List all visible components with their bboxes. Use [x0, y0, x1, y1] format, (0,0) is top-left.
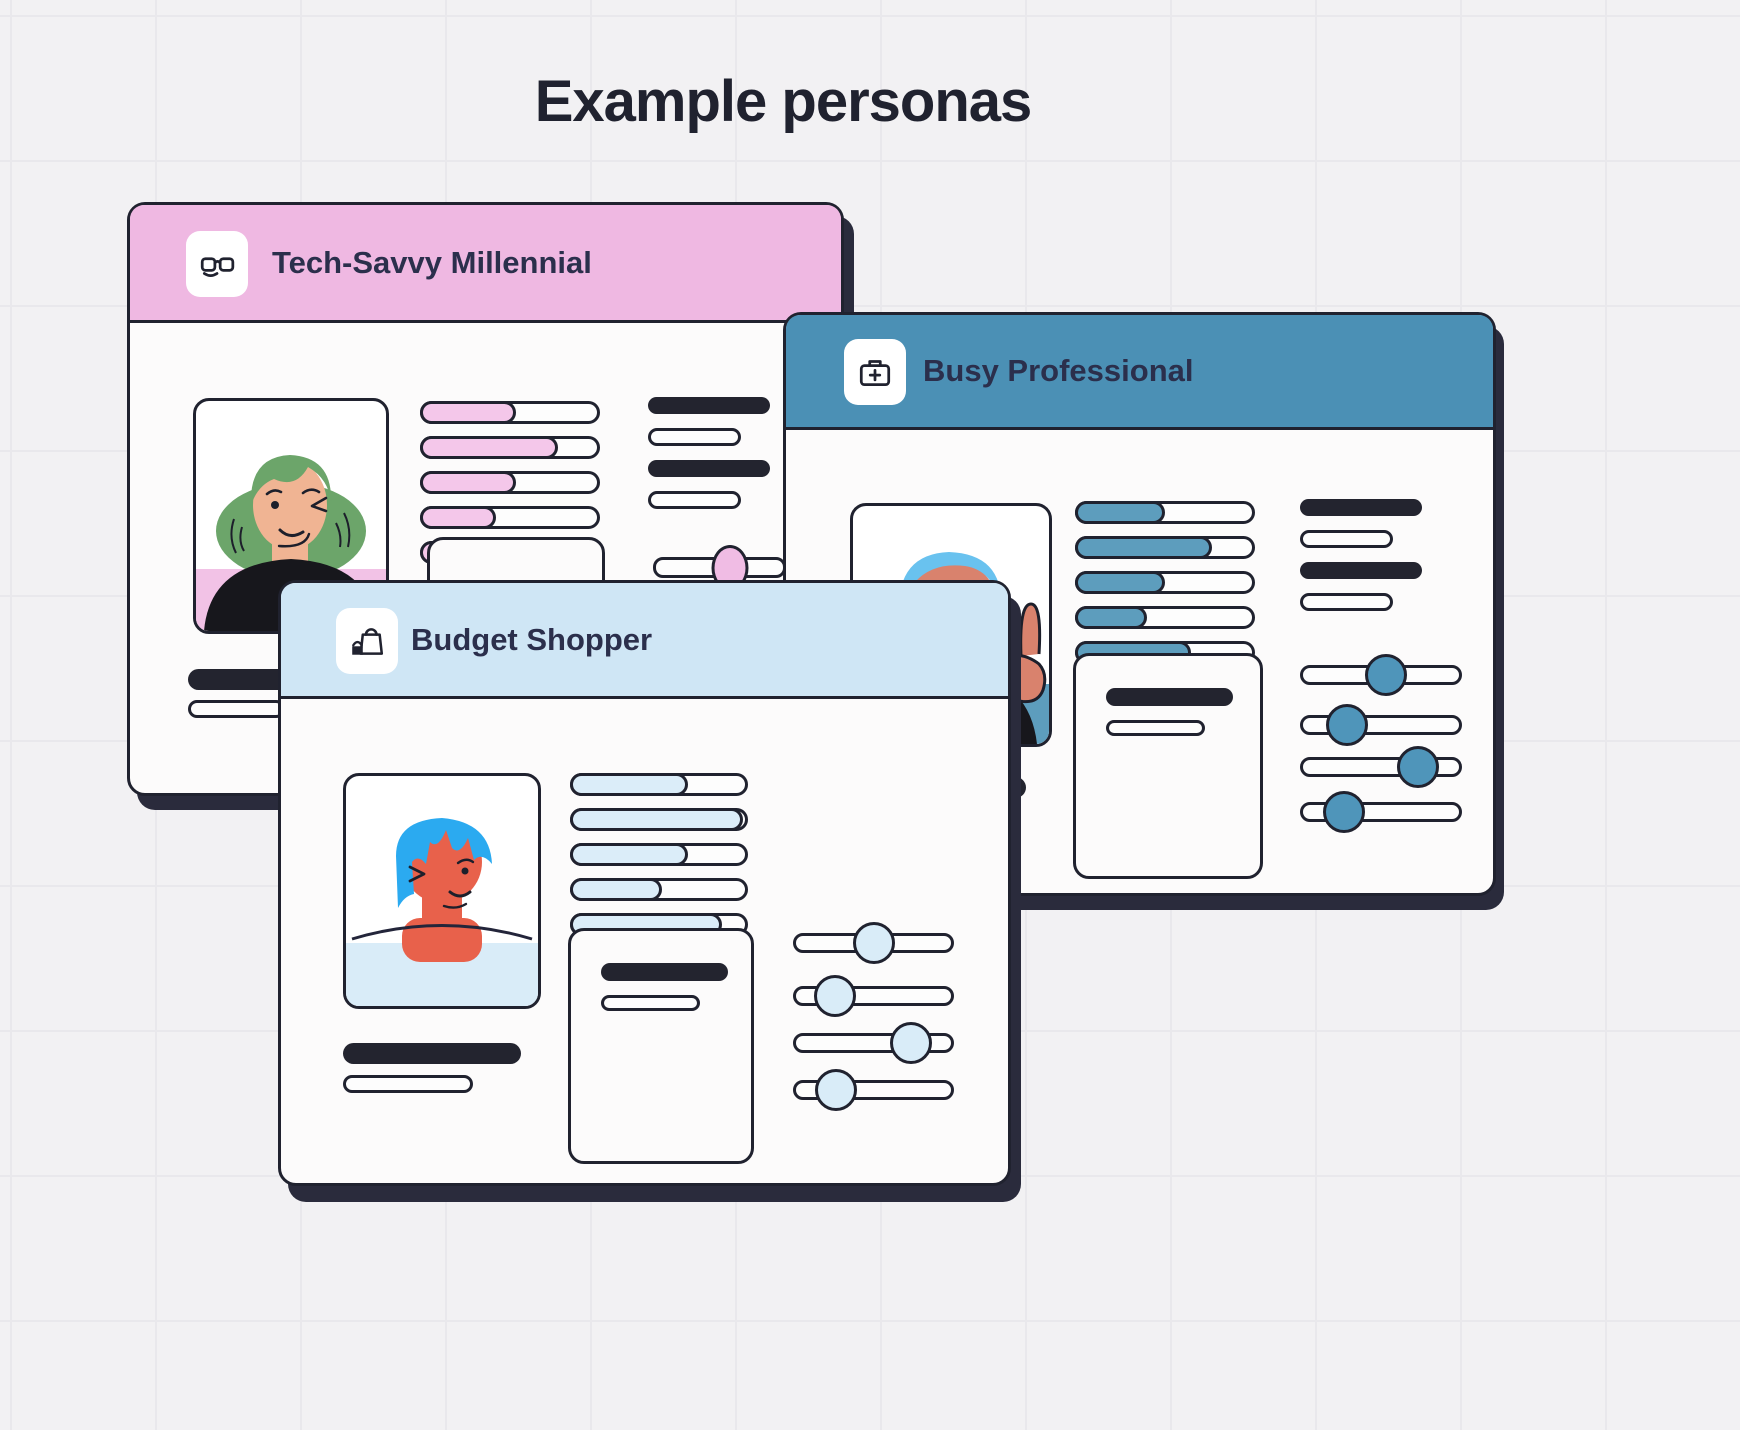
slider-knob[interactable] — [852, 922, 895, 964]
slider-knob[interactable] — [1364, 654, 1407, 696]
attribute-bar — [420, 506, 600, 529]
attribute-bar — [570, 843, 748, 866]
slider[interactable] — [1300, 654, 1462, 696]
briefcase-icon — [844, 339, 906, 405]
gift-bag-icon — [336, 608, 398, 674]
attribute-bars — [570, 773, 748, 948]
text-line-light — [648, 428, 741, 446]
attribute-bar — [420, 436, 600, 459]
slider[interactable] — [1300, 791, 1462, 833]
slider-knob[interactable] — [813, 975, 856, 1017]
attribute-bar — [1075, 501, 1255, 524]
slider[interactable] — [1300, 746, 1462, 788]
attribute-bar — [1075, 571, 1255, 594]
slider[interactable] — [793, 1022, 954, 1064]
attribute-bar — [570, 878, 748, 901]
text-line-light — [648, 491, 741, 509]
caption-line-dark — [343, 1043, 521, 1064]
page-title: Example personas — [534, 69, 1033, 134]
text-line-light — [1106, 720, 1205, 736]
detail-box — [568, 928, 754, 1164]
slider-knob[interactable] — [889, 1022, 932, 1064]
card-title: Busy Professional — [923, 353, 1194, 388]
card-title: Tech-Savvy Millennial — [272, 244, 592, 280]
avatar-illustration — [351, 818, 533, 962]
slider[interactable] — [793, 922, 954, 964]
attribute-bar — [420, 471, 600, 494]
text-line-dark — [1300, 499, 1422, 516]
text-line-dark — [648, 460, 770, 477]
slider-knob[interactable] — [1325, 704, 1368, 746]
attribute-bar — [1075, 536, 1255, 559]
glasses-icon — [186, 231, 248, 297]
detail-box — [1073, 653, 1263, 879]
slider[interactable] — [1300, 704, 1462, 746]
card-header: Tech-Savvy Millennial — [130, 205, 841, 323]
text-line-dark — [1106, 688, 1233, 706]
text-line-light — [1300, 593, 1393, 611]
slider-knob[interactable] — [1322, 791, 1365, 833]
attribute-bars — [1075, 501, 1255, 676]
attribute-bar — [420, 401, 600, 424]
avatar — [343, 773, 541, 1009]
caption-line-light — [343, 1075, 473, 1093]
caption-line-light — [188, 700, 285, 718]
text-line-dark — [601, 963, 728, 981]
attribute-bar — [570, 808, 748, 831]
card-header: Busy Professional — [786, 315, 1493, 430]
text-line-dark — [648, 397, 770, 414]
text-placeholder-column — [1300, 499, 1422, 625]
slider-knob[interactable] — [1397, 746, 1440, 788]
attribute-bar — [570, 773, 748, 796]
text-line-light — [1300, 530, 1393, 548]
card-header: Budget Shopper — [281, 583, 1008, 699]
card-title: Budget Shopper — [411, 621, 653, 657]
attribute-bar — [1075, 606, 1255, 629]
slider[interactable] — [793, 1069, 954, 1111]
slider[interactable] — [793, 975, 954, 1017]
slider[interactable] — [653, 544, 786, 591]
text-line-light — [601, 995, 700, 1011]
text-placeholder-column — [648, 397, 770, 523]
text-line-dark — [1300, 562, 1422, 579]
slider-knob[interactable] — [815, 1069, 858, 1111]
persona-card-budget-shopper: Budget Shopper — [278, 580, 1011, 1186]
